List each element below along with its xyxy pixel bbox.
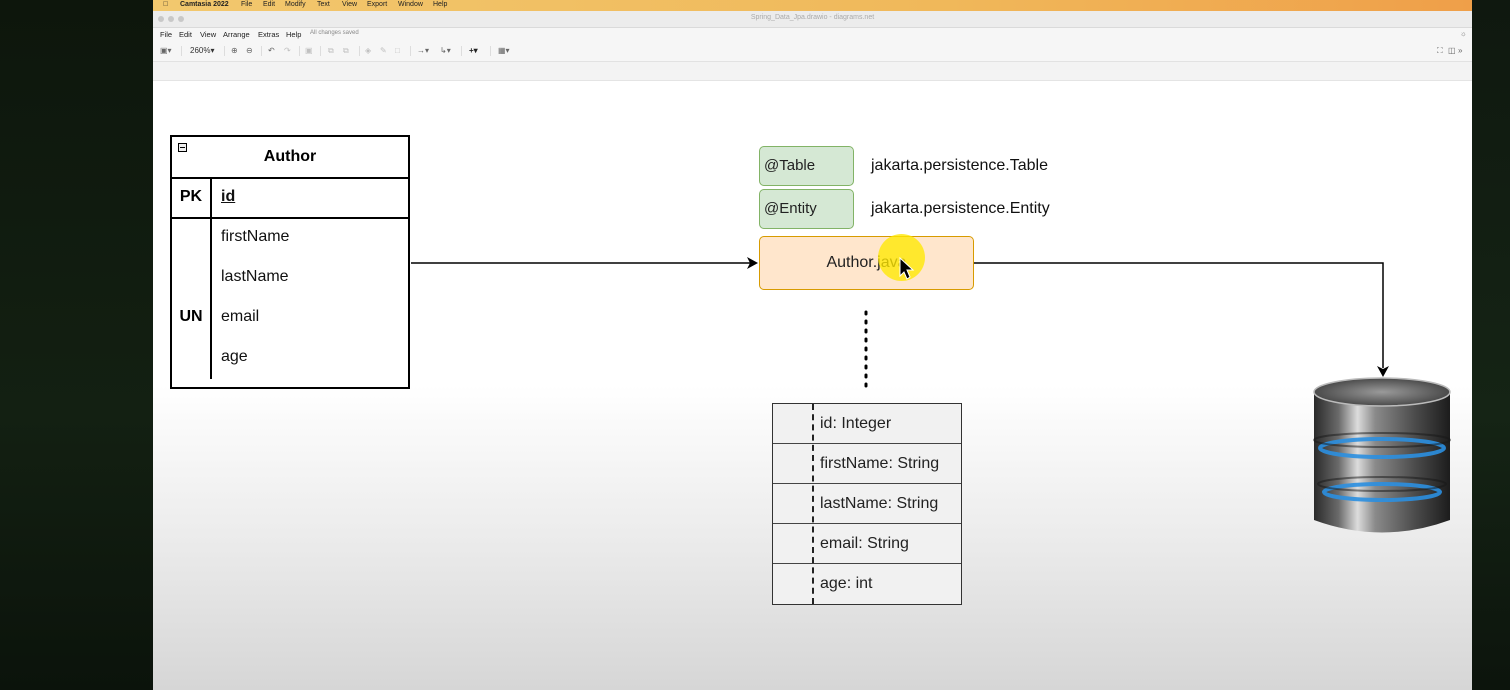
erd-header: Author — [172, 137, 408, 179]
waypoint-icon[interactable]: ↳▾ — [440, 46, 451, 55]
menu-text[interactable]: Text — [317, 1, 330, 8]
format-panel-icon[interactable]: ▣▾ — [160, 46, 172, 55]
app-menu-help[interactable]: Help — [286, 30, 302, 39]
toolbar-separator — [461, 46, 462, 56]
menu-app-name[interactable]: Camtasia 2022 — [180, 1, 229, 8]
database-icon[interactable] — [1313, 377, 1451, 533]
toolbar-separator — [261, 46, 262, 56]
close-window-button[interactable] — [158, 16, 164, 22]
erd-field: email — [221, 308, 260, 325]
app-menu-arrange[interactable]: Arrange — [223, 30, 250, 39]
field-text: id: Integer — [820, 415, 892, 432]
left-background — [0, 0, 153, 690]
toolbar-separator — [410, 46, 411, 56]
annotation-entity[interactable]: @Entity — [759, 189, 854, 229]
window-title: Spring_Data_Jpa.drawio - diagrams.net — [750, 14, 875, 21]
annotation-table[interactable]: @Table — [759, 146, 854, 186]
zoom-in-icon[interactable]: ⊕ — [231, 46, 238, 55]
erd-title: Author — [263, 148, 317, 165]
menu-modify[interactable]: Modify — [285, 1, 306, 8]
apple-icon[interactable]:  — [163, 1, 168, 8]
edge-class-to-database[interactable] — [974, 262, 1389, 377]
zoom-value: 260% — [190, 46, 211, 55]
table-row[interactable]: firstName: String — [773, 444, 961, 484]
save-status: All changes saved — [310, 30, 359, 36]
erd-field: age — [221, 348, 248, 365]
right-background — [1472, 0, 1510, 690]
to-front-icon[interactable]: ⧉ — [328, 46, 334, 55]
field-text: firstName: String — [820, 455, 940, 472]
edge-erd-to-class[interactable] — [411, 257, 758, 269]
fill-color-icon[interactable]: ◈ — [365, 46, 372, 55]
toolbar-separator — [320, 46, 321, 56]
app-menu-view[interactable]: View — [200, 30, 217, 39]
pk-label: PK — [179, 188, 203, 205]
app-menu-bar: File Edit View Arrange Extras Help All c… — [153, 28, 1472, 42]
minimize-window-button[interactable] — [168, 16, 174, 22]
annotation-entity-desc: jakarta.persistence.Entity — [871, 200, 1050, 217]
pk-field: id — [221, 188, 236, 205]
window-titlebar: Spring_Data_Jpa.drawio - diagrams.net — [153, 11, 1472, 28]
shadow-icon[interactable]: □ — [395, 46, 400, 55]
menu-file[interactable]: File — [241, 1, 253, 8]
undo-icon[interactable]: ↶ — [268, 46, 275, 55]
toolbar: ▣▾ 260%▾ ⊕ ⊖ ↶ ↷ ▣ ⧉ ⧉ ◈ ✎ □ →▾ ↳▾ +▾ ▦▾… — [153, 42, 1472, 62]
collapse-icon[interactable] — [178, 143, 187, 152]
toolbar-separator — [490, 46, 491, 56]
table-row[interactable]: lastName: String — [773, 484, 961, 524]
delete-icon[interactable]: ▣ — [305, 46, 313, 55]
to-back-icon[interactable]: ⧉ — [343, 46, 349, 55]
annotation-table-desc: jakarta.persistence.Table — [871, 157, 1048, 174]
toolbar-separator — [359, 46, 360, 56]
app-menu-edit[interactable]: Edit — [179, 30, 192, 39]
mouse-cursor-icon — [899, 256, 915, 280]
erd-divider — [210, 219, 212, 379]
menu-export[interactable]: Export — [367, 1, 388, 8]
toolbar-separator — [299, 46, 300, 56]
ruler-strip — [153, 62, 1472, 81]
erd-field: firstName — [221, 228, 290, 245]
field-text: email: String — [820, 535, 909, 552]
field-text: lastName: String — [820, 495, 939, 512]
connection-icon[interactable]: →▾ — [417, 46, 430, 55]
menu-view[interactable]: View — [342, 1, 358, 8]
erd-pk-row — [172, 177, 408, 219]
menu-edit[interactable]: Edit — [263, 1, 276, 8]
erd-divider — [210, 177, 212, 217]
menu-window[interactable]: Window — [398, 1, 423, 8]
un-label: UN — [179, 308, 203, 325]
table-row[interactable]: id: Integer — [773, 404, 961, 444]
fullscreen-icon[interactable]: ⛶ — [1437, 46, 1443, 55]
collapse-icon[interactable]: » — [1458, 46, 1463, 55]
table-icon[interactable]: ▦▾ — [498, 46, 510, 55]
field-text: age: int — [820, 575, 873, 592]
app-menu-extras[interactable]: Extras — [258, 30, 280, 39]
line-color-icon[interactable]: ✎ — [380, 46, 387, 55]
redo-icon[interactable]: ↷ — [284, 46, 291, 55]
erd-table-author[interactable]: Author PK id firstName lastName UN email… — [170, 135, 410, 389]
fields-divider — [812, 404, 814, 604]
table-row[interactable]: email: String — [773, 524, 961, 564]
table-row[interactable]: age: int — [773, 564, 961, 604]
app-menu-file[interactable]: File — [160, 30, 173, 39]
zoom-window-button[interactable] — [178, 16, 184, 22]
zoom-out-icon[interactable]: ⊖ — [246, 46, 253, 55]
theme-icon[interactable]: ☼ — [1460, 29, 1467, 38]
menu-help[interactable]: Help — [433, 1, 448, 8]
erd-field: lastName — [221, 268, 289, 285]
toolbar-separator — [224, 46, 225, 56]
fields-table[interactable]: id: Integer firstName: String lastName: … — [772, 403, 962, 605]
insert-icon[interactable]: +▾ — [469, 46, 478, 55]
split-icon[interactable]: ◫ — [1448, 46, 1456, 55]
mac-menu-bar:  Camtasia 2022 File Edit Modify Text Vi… — [153, 0, 1472, 11]
zoom-select[interactable]: 260%▾ — [190, 46, 215, 55]
toolbar-separator — [181, 46, 182, 56]
